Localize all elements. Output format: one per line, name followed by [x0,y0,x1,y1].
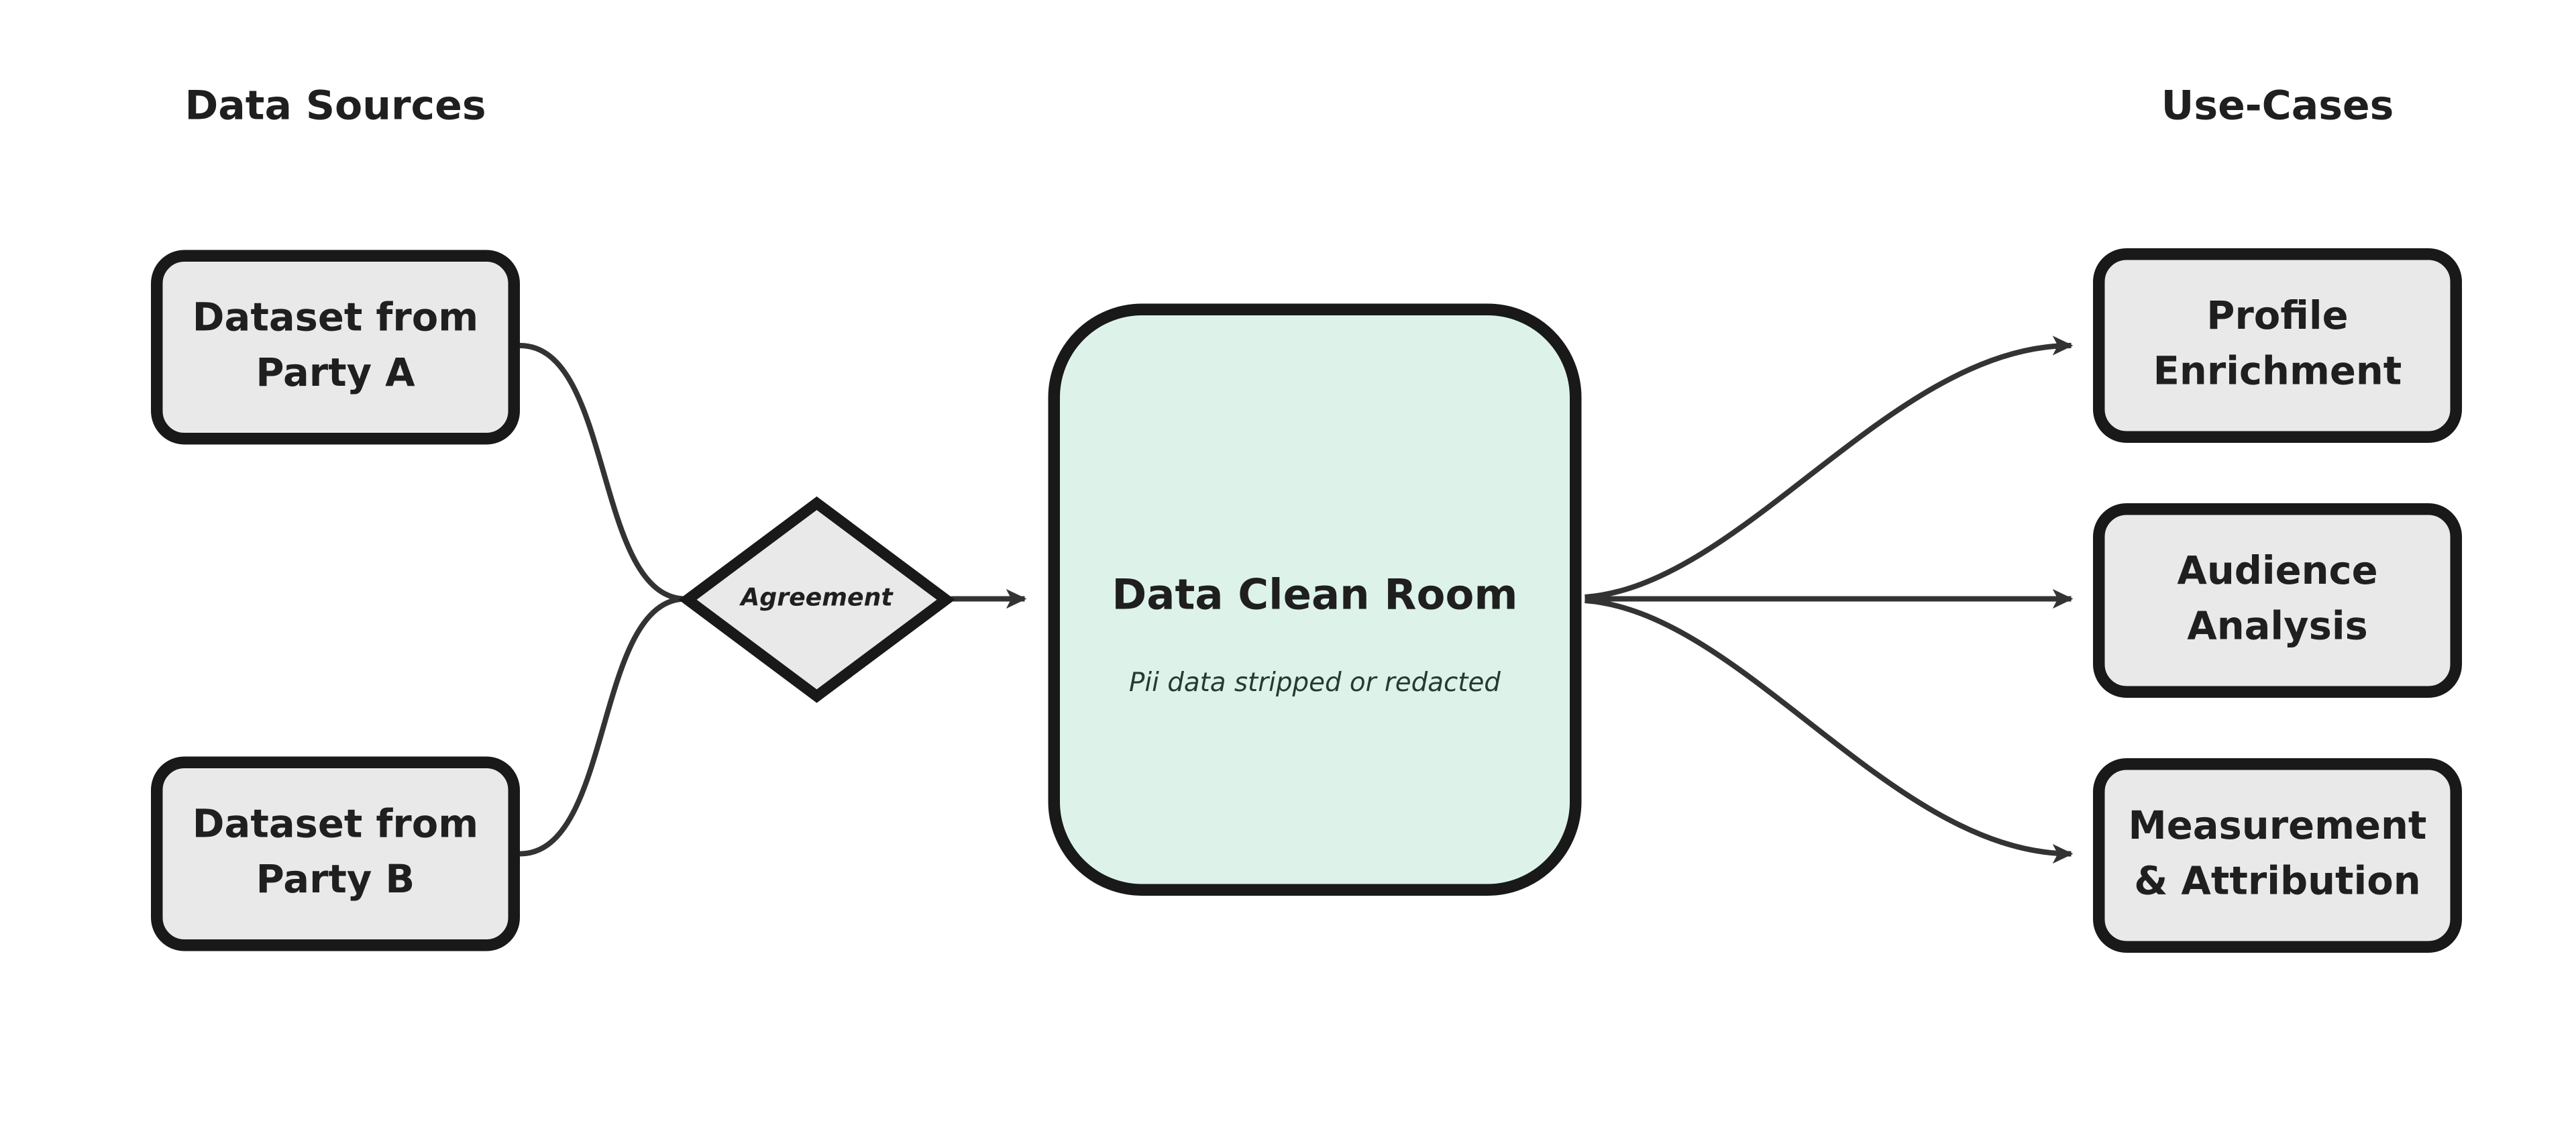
node-measurement-attribution: Measurement & Attribution [2093,758,2462,953]
connector-clean-room-to-profile-enrichment [1585,335,2074,600]
node-profile-enrichment: Profile Enrichment [2093,248,2462,443]
node-data-clean-room: Data Clean Room Pii data stripped or red… [1048,303,1582,896]
node-dataset-party-b: Dataset from Party B [151,756,520,951]
data-clean-room-subtitle: Pii data stripped or redacted [1129,668,1501,698]
connector-clean-room-to-measurement [1585,598,2074,864]
data-sources-heading: Data Sources [184,82,486,129]
node-audience-analysis: Audience Analysis [2093,503,2462,698]
data-clean-room-title: Data Clean Room [1112,570,1518,619]
node-dataset-party-b-label: Dataset from Party B [192,803,479,903]
node-dataset-party-a-label: Dataset from Party A [192,297,479,397]
agreement-diamond-shape [678,496,955,703]
node-agreement-label: Agreement [741,585,893,613]
node-audience-analysis-label: Audience Analysis [2177,550,2378,649]
use-cases-heading: Use-Cases [2161,82,2394,129]
node-measurement-attribution-label: Measurement & Attribution [2128,805,2427,904]
connector-party-a-to-agreement [519,343,686,602]
node-profile-enrichment-label: Profile Enrichment [2153,295,2402,395]
connector-party-b-to-agreement [519,596,686,857]
node-dataset-party-a: Dataset from Party A [151,250,520,445]
